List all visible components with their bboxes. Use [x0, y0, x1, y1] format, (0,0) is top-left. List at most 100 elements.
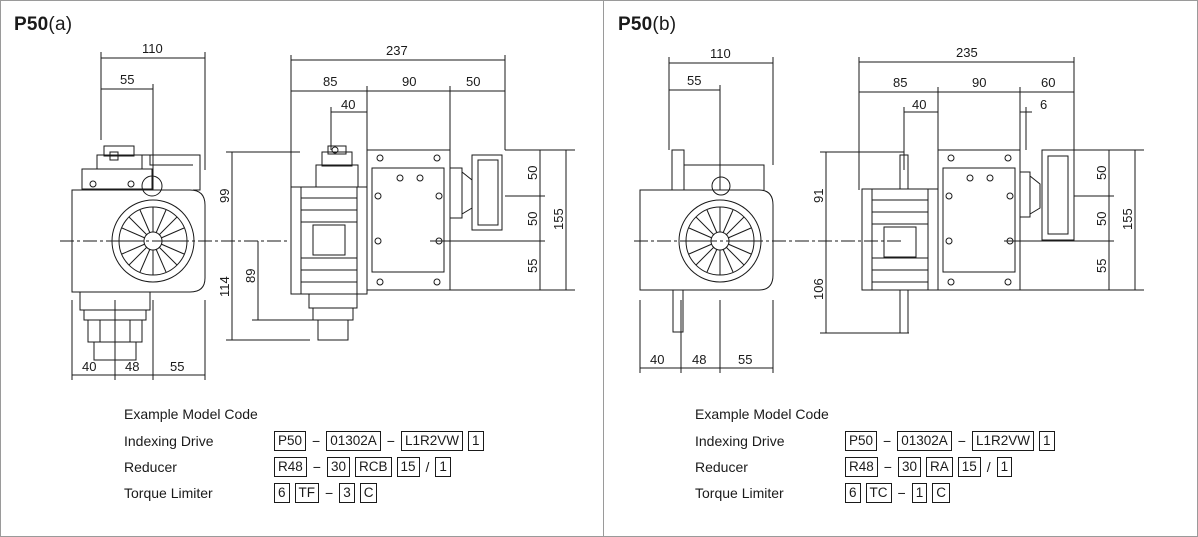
code-segment-box: 6 [274, 483, 290, 503]
dim-a-right2: 50 [525, 212, 540, 226]
code-segment-box: RA [925, 457, 953, 477]
dim-a-right1: 50 [525, 166, 540, 180]
model-code-label: Indexing Drive [124, 433, 214, 449]
model-code-label: Reducer [124, 459, 177, 475]
dim-a-seg1: 85 [323, 74, 337, 89]
code-separator: − [883, 459, 892, 475]
code-segment-box: C [359, 483, 378, 503]
panel-a-variant: (a) [48, 14, 73, 35]
dim-a-bottom3: 55 [170, 359, 184, 374]
code-segment-box: P50 [845, 431, 878, 451]
dim-a-bottom1: 40 [82, 359, 96, 374]
code-segment-box: L1R2VW [971, 431, 1034, 451]
panel-divider [603, 0, 604, 537]
code-segment-box: R48 [274, 457, 307, 477]
dim-a-right-total: 155 [551, 208, 566, 230]
model-code-heading: Example Model Code [695, 406, 829, 422]
code-segment-box: R48 [845, 457, 878, 477]
dim-a-shaft: 89 [243, 269, 258, 283]
panel-a-title: P50(a) [14, 14, 72, 36]
code-segment-box: 1 [467, 431, 484, 451]
code-segment-box: 1 [1038, 431, 1055, 451]
model-code-label: Torque Limiter [695, 485, 784, 501]
code-segment-box: TF [294, 483, 320, 503]
dim-b-bottom1: 40 [650, 352, 664, 367]
panel-b-variant: (b) [652, 14, 677, 35]
dim-b-bottom3: 55 [738, 352, 752, 367]
code-separator: − [386, 433, 395, 449]
dim-b-right3: 55 [1094, 259, 1109, 273]
panel-b-model: P50 [618, 14, 653, 35]
code-segment-box: L1R2VW [400, 431, 463, 451]
dim-a-top-width: 110 [142, 41, 163, 56]
dim-b-seg3: 60 [1041, 75, 1055, 90]
model-code-label: Indexing Drive [695, 433, 785, 449]
code-segment-box: P50 [274, 431, 307, 451]
code-segment-box: 1 [435, 457, 451, 477]
dim-b-seg1: 85 [893, 75, 907, 90]
dim-a-total: 237 [386, 43, 408, 58]
panel-a-drawing: 110 55 40 48 55 237 85 90 50 40 99 114 8… [60, 41, 575, 380]
dim-b-upper: 91 [811, 189, 826, 203]
dim-b-top-width: 110 [710, 46, 731, 61]
code-segment-box: 6 [845, 483, 861, 503]
dim-b-right1: 50 [1094, 166, 1109, 180]
model-code-heading: Example Model Code [124, 406, 258, 422]
dim-b-right2: 50 [1094, 212, 1109, 226]
panel-b-drawing: 110 55 40 48 55 235 85 90 60 40 6 91 106… [634, 45, 1144, 373]
code-segment-box: C [932, 483, 950, 503]
dim-b-lower: 106 [811, 278, 826, 300]
code-segment-box: 30 [897, 457, 921, 477]
dim-b-total: 235 [956, 45, 978, 60]
code-segment-box: TC [865, 483, 892, 503]
code-separator: − [883, 433, 892, 449]
model-code-label: Torque Limiter [124, 485, 213, 501]
code-separator: − [897, 485, 906, 501]
dim-b-top-half: 55 [687, 73, 701, 88]
code-segment-box: 30 [326, 457, 350, 477]
code-separator: − [312, 433, 321, 449]
code-segment-box: 15 [957, 457, 981, 477]
dim-b-small: 6 [1040, 97, 1047, 112]
code-separator: − [312, 459, 321, 475]
code-separator: / [986, 459, 991, 475]
code-segment-box: 3 [339, 483, 355, 503]
code-segment-box: 1 [911, 483, 928, 503]
dim-a-right3: 55 [525, 259, 540, 273]
code-segment-box: 01302A [326, 431, 381, 451]
dim-a-lower: 114 [217, 276, 232, 297]
dim-a-offset: 40 [341, 97, 355, 112]
dim-a-bottom2: 48 [125, 359, 139, 374]
code-segment-box: 1 [996, 457, 1013, 477]
dim-a-seg2: 90 [402, 74, 416, 89]
dim-b-right-total: 155 [1120, 208, 1135, 230]
dim-a-seg3: 50 [466, 74, 480, 89]
code-segment-box: 01302A [897, 431, 952, 451]
dim-b-bottom2: 48 [692, 352, 706, 367]
dim-b-seg2: 90 [972, 75, 986, 90]
dim-a-upper: 99 [217, 189, 232, 203]
panel-a-model: P50 [14, 14, 49, 35]
dim-a-top-half: 55 [120, 72, 134, 87]
dim-b-offset: 40 [912, 97, 926, 112]
code-segment-box: RCB [354, 457, 392, 477]
code-separator: − [957, 433, 966, 449]
code-separator: / [425, 459, 430, 475]
model-code-label: Reducer [695, 459, 748, 475]
